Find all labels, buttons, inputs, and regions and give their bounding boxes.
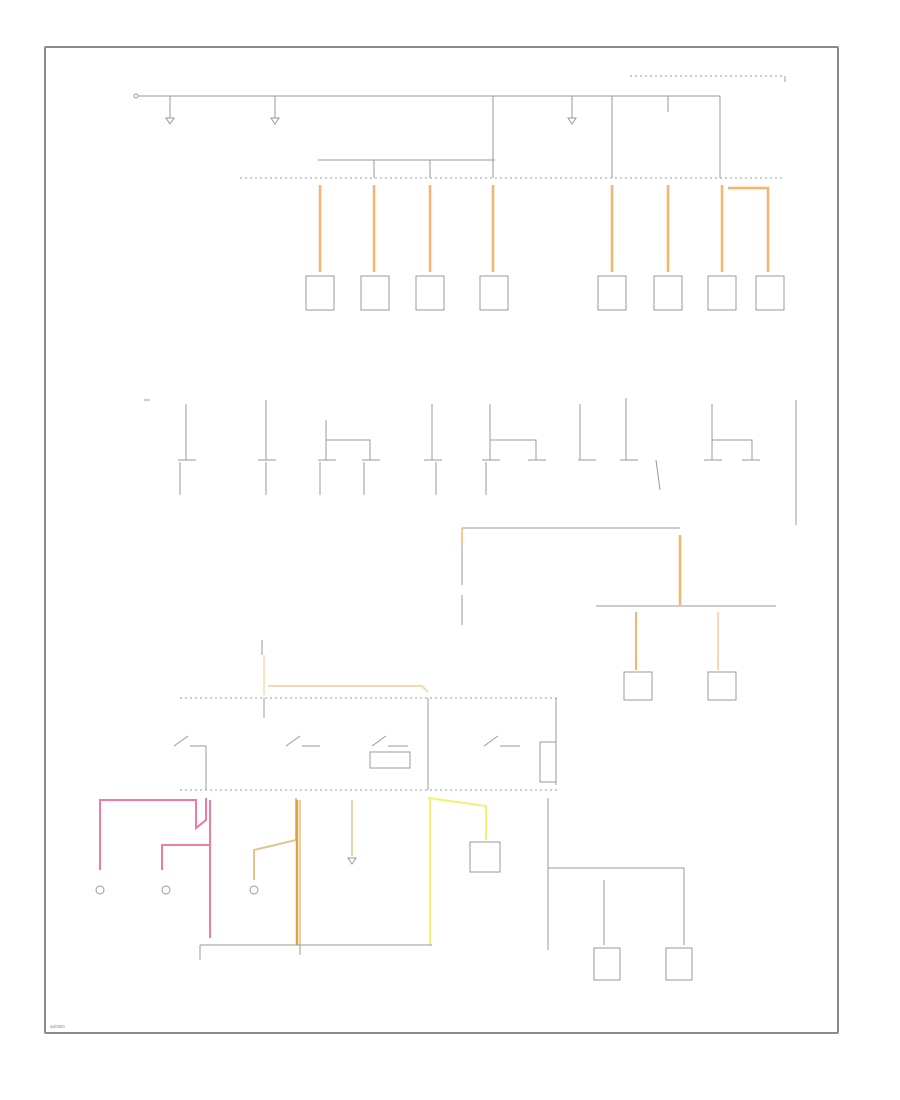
diagram-frame (44, 46, 839, 1034)
diagram-footer-ref: wd0000 (50, 1024, 65, 1029)
top-orange-wires (318, 185, 770, 272)
top-component-boxes (305, 275, 785, 311)
lower-bus (173, 640, 560, 791)
lower-colored-wires (99, 797, 487, 945)
center-module (461, 527, 776, 701)
top-power-bus (133, 75, 786, 179)
lower-components (95, 798, 693, 981)
switch-row (144, 398, 797, 525)
